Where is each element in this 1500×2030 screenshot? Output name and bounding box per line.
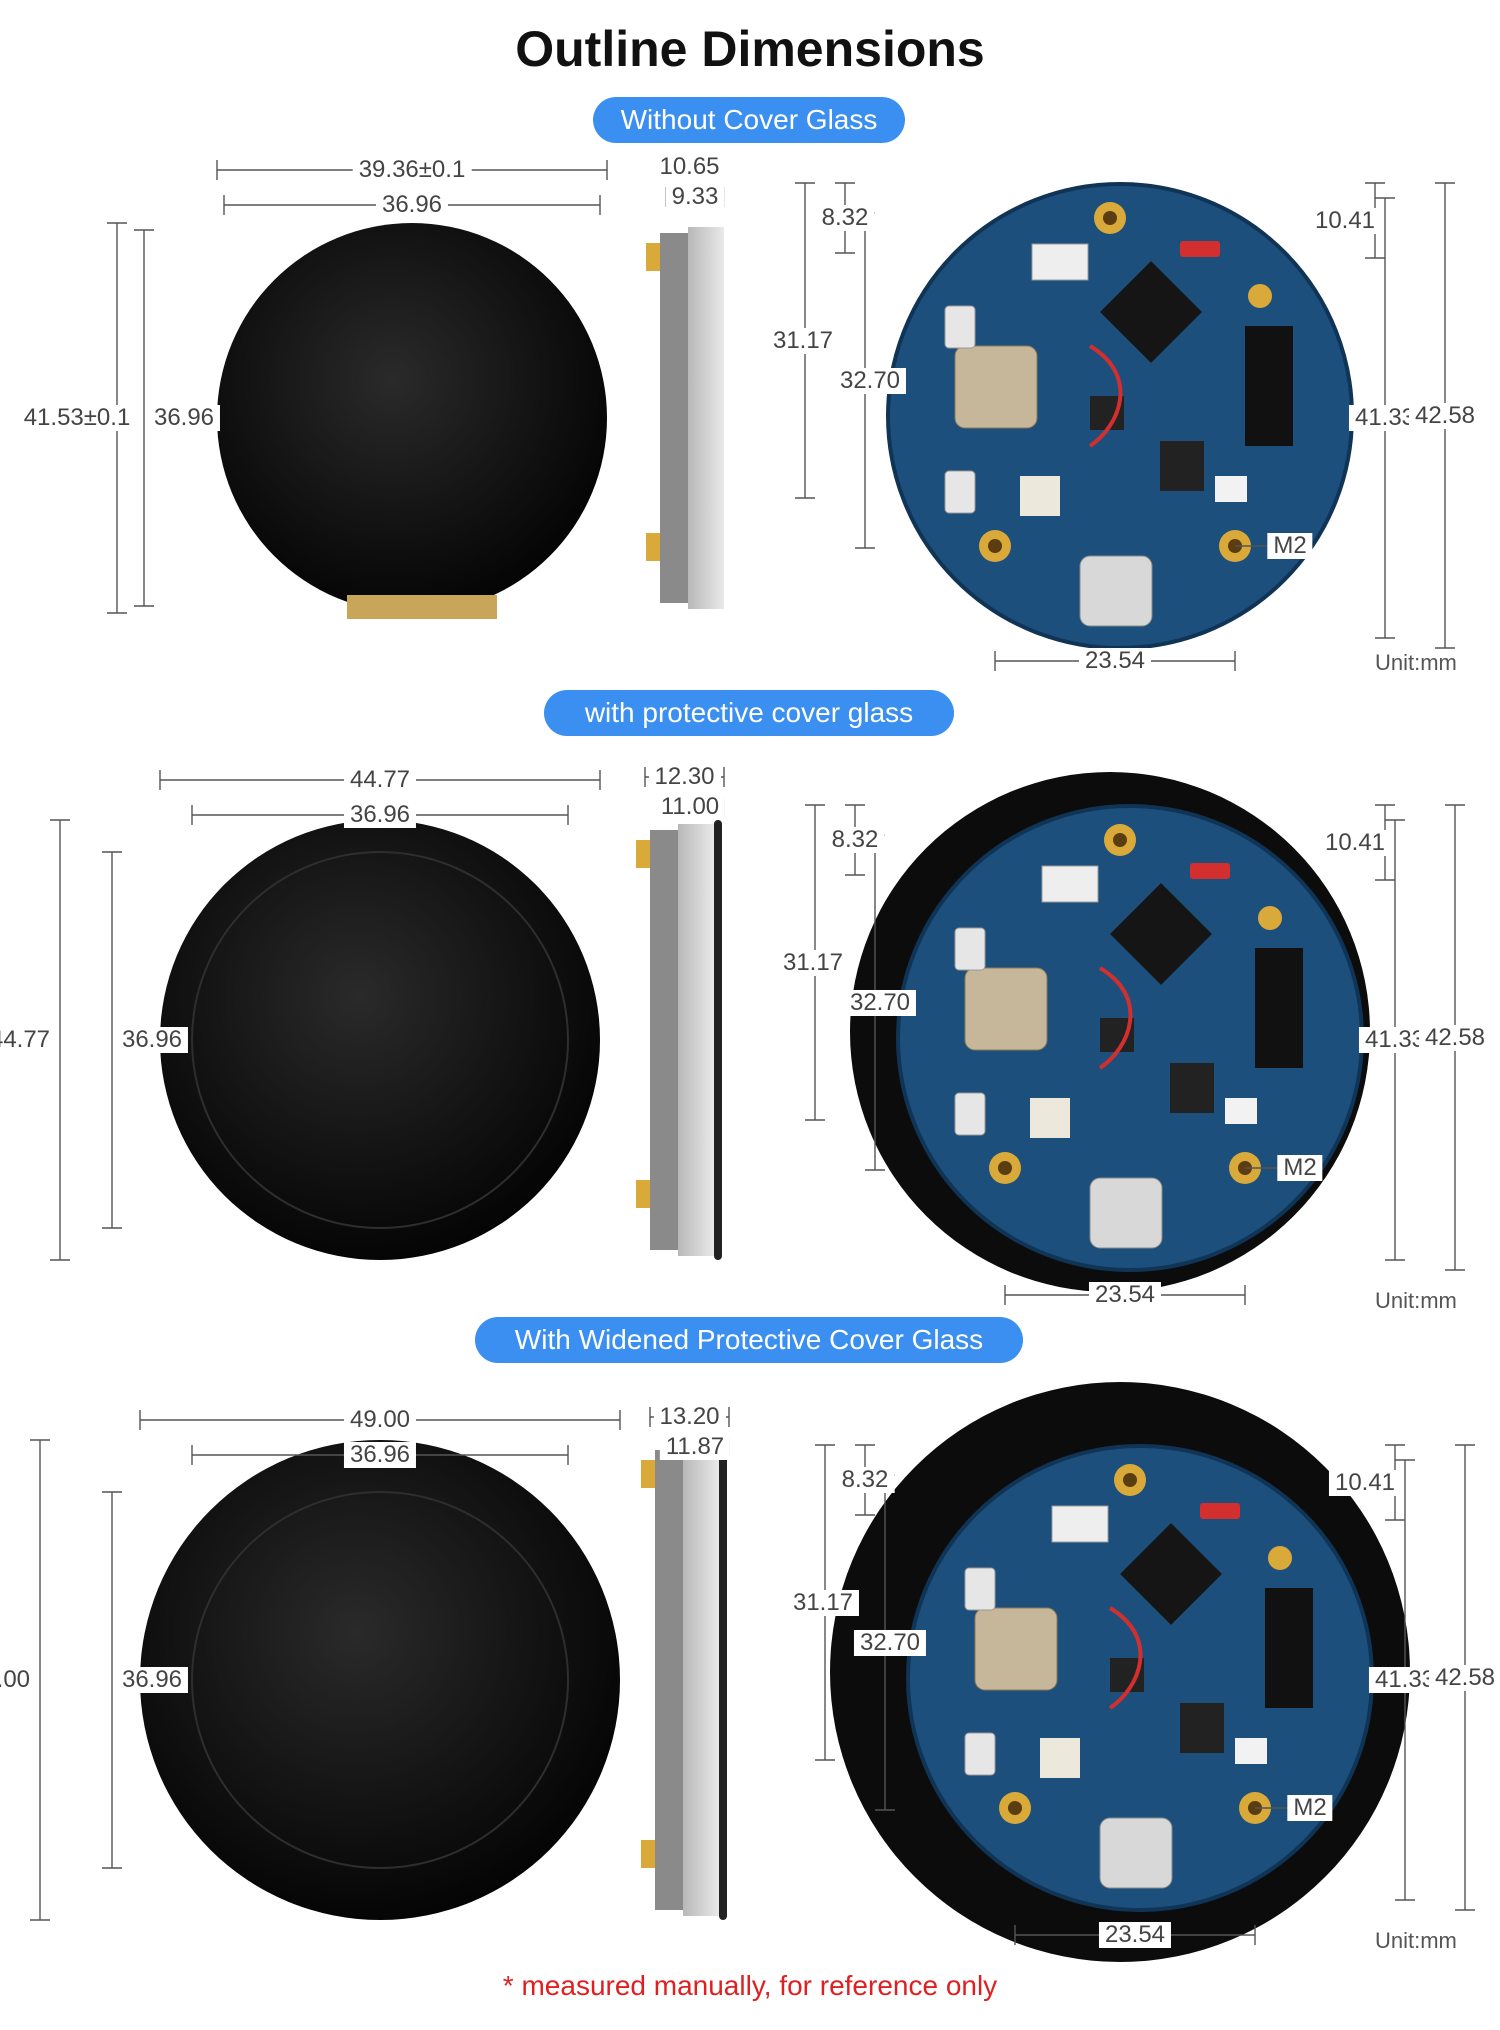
section-badge-protective-cover-glass: with protective cover glass: [544, 690, 954, 736]
side-display-stack: [683, 1444, 719, 1916]
back-dim-right-b: 42.58: [1408, 402, 1482, 429]
page-title: Outline Dimensions: [515, 21, 985, 77]
back-dim-bottom: 23.54: [1078, 648, 1152, 674]
side-pcb: [660, 233, 688, 603]
front-height-outer: 44.77: [0, 1027, 57, 1053]
front-height-inner: 36.96: [115, 1667, 189, 1693]
back-dim-left-a: 31.17: [766, 327, 840, 354]
back-dim-right-b: 42.58: [1418, 1024, 1492, 1051]
section-badge-without-cover-glass: Without Cover Glass: [593, 97, 905, 143]
section-badge-widened-cover-glass: With Widened Protective Cover Glass: [475, 1317, 1023, 1363]
back-dim-top: 8.32: [815, 205, 875, 231]
front-width-outer: 44.77: [343, 767, 417, 793]
unit-label: Unit:mm: [1375, 650, 1457, 675]
front-width-inner: 36.96: [343, 802, 417, 828]
back-dim-top: 8.32: [825, 827, 885, 853]
display-front-2: [160, 820, 600, 1260]
display-front-3: [140, 1440, 620, 1920]
pcb-back-1: [886, 182, 1354, 650]
side-depth-outer: 10.65: [653, 154, 726, 180]
side-connector: [636, 840, 650, 868]
hole-label-m2: M2: [1287, 1795, 1333, 1821]
side-depth-inner: 11.87: [659, 1434, 731, 1460]
side-depth-outer: 13.20: [653, 1404, 726, 1430]
front-width-outer: 49.00: [343, 1407, 417, 1433]
front-width-inner: 36.96: [375, 192, 449, 218]
back-dim-bottom: 23.54: [1098, 1922, 1172, 1948]
unit-label: Unit:mm: [1375, 1928, 1457, 1953]
side-cover-glass: [719, 1440, 727, 1920]
front-height-inner: 36.96: [147, 405, 221, 431]
side-display-stack: [678, 824, 714, 1256]
side-pcb: [655, 1450, 683, 1910]
side-depth-outer: 12.30: [648, 764, 721, 790]
unit-label: Unit:mm: [1375, 1288, 1457, 1313]
front-height-outer: 49.00: [0, 1667, 37, 1693]
display-front-1: [217, 223, 607, 613]
back-dim-top: 8.32: [835, 1467, 895, 1493]
side-display-stack: [688, 227, 724, 609]
side-depth-inner: 11.00: [654, 794, 726, 820]
display-active-area: [191, 1491, 569, 1869]
fpc-connector: [347, 595, 497, 619]
front-width-outer: 39.36±0.1: [352, 157, 472, 183]
back-dim-left-b: 32.70: [853, 1629, 927, 1656]
back-dim-left-b: 32.70: [843, 989, 917, 1016]
side-connector: [646, 243, 660, 271]
back-dim-right-top: 10.41: [1308, 207, 1382, 234]
side-connector: [636, 1180, 650, 1208]
display-active-area: [191, 851, 569, 1229]
front-width-inner: 36.96: [343, 1442, 417, 1468]
back-dim-left-b: 32.70: [833, 367, 907, 394]
front-height-outer: 41.53±0.1: [17, 405, 137, 431]
pcb-back-2: [896, 804, 1364, 1272]
side-cover-glass: [714, 820, 722, 1260]
back-dim-left-a: 31.17: [776, 949, 850, 976]
hole-label-m2: M2: [1267, 533, 1313, 559]
footnote: * measured manually, for reference only: [502, 1970, 998, 2001]
side-pcb: [650, 830, 678, 1250]
side-connector: [646, 533, 660, 561]
front-height-inner: 36.96: [115, 1027, 189, 1053]
back-dim-bottom: 23.54: [1088, 1282, 1162, 1308]
back-dim-right-top: 10.41: [1318, 829, 1392, 856]
side-connector: [641, 1460, 655, 1488]
hole-label-m2: M2: [1277, 1155, 1323, 1181]
side-connector: [641, 1840, 655, 1868]
back-dim-right-b: 42.58: [1428, 1664, 1500, 1691]
back-dim-right-top: 10.41: [1328, 1469, 1402, 1496]
pcb-back-3: [906, 1444, 1374, 1912]
back-dim-left-a: 31.17: [786, 1589, 860, 1616]
side-depth-inner: 9.33: [665, 184, 725, 210]
